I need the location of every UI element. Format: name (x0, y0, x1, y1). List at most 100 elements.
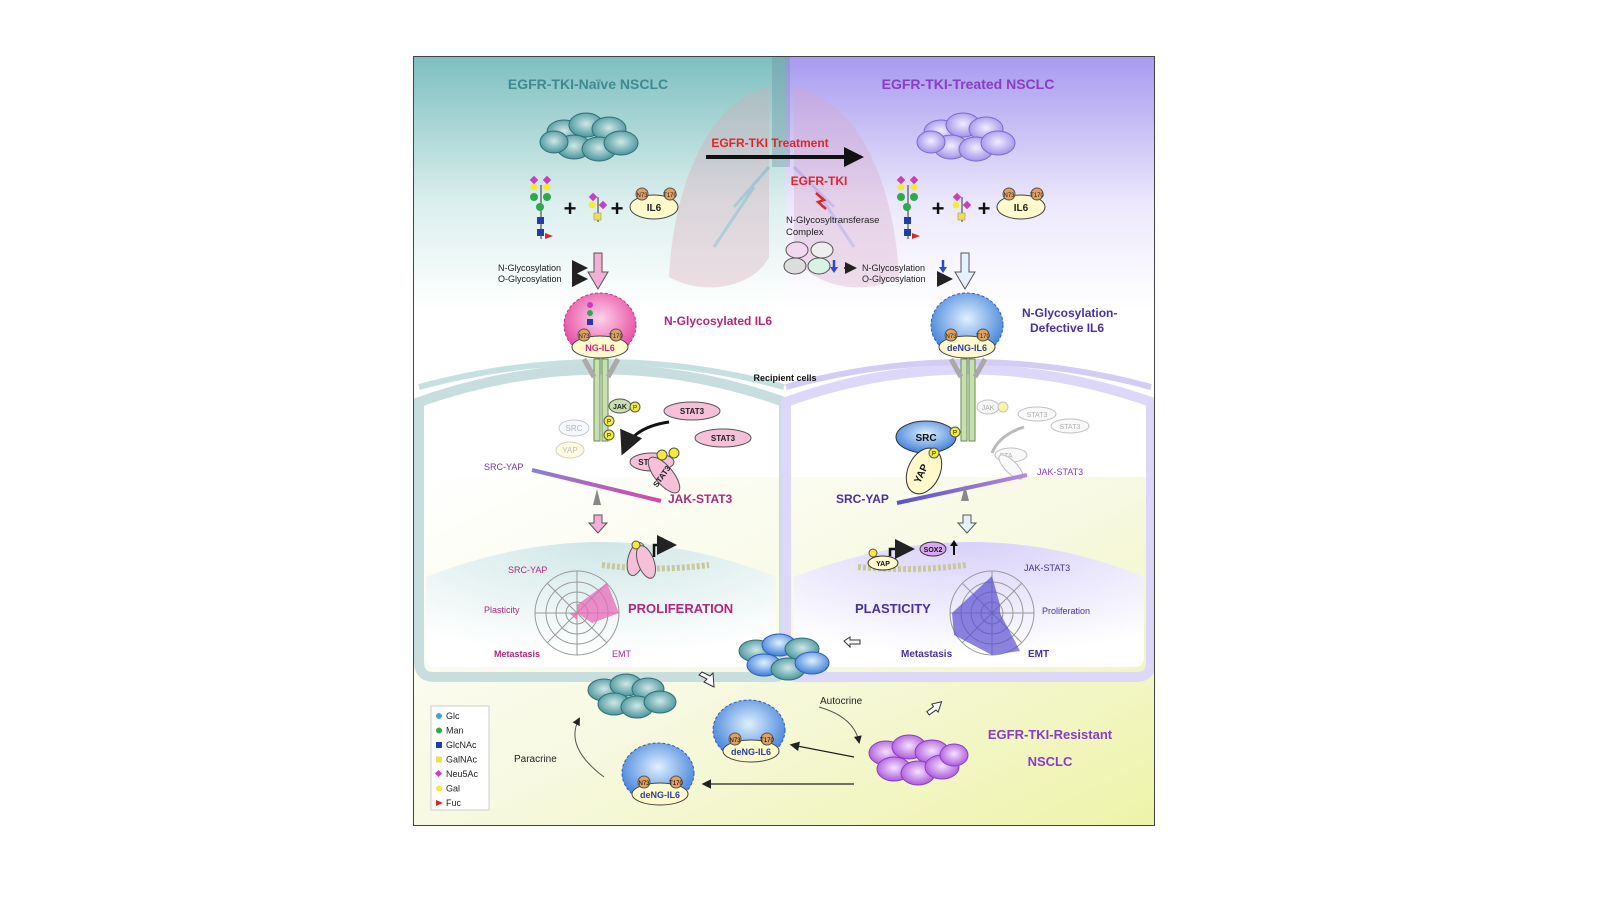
down-arrow-left (587, 252, 609, 290)
stat3-right-faded-2: STAT3 (1050, 418, 1090, 434)
left-panel-title: EGFR-TKI-Naïve NSCLC (508, 76, 668, 92)
down-arrow-right (954, 252, 976, 290)
dna-right (857, 562, 967, 573)
legend-label-glc: Glc (446, 711, 460, 721)
deng-il6-label: deNG-IL6 (947, 343, 987, 353)
cycle-arrow-1 (843, 636, 861, 649)
cycle-arrow-2 (698, 671, 715, 688)
resistant-title-line1: EGFR-TKI-Resistant (988, 727, 1113, 742)
stat3-nuclear-dimer (626, 540, 657, 579)
plus-sign-4: + (978, 196, 991, 221)
treatment-arrowhead (844, 147, 864, 167)
stat3-dimer-right-faded: STA (994, 447, 1028, 480)
stat3-dimer-left: STA STAT3 (629, 447, 681, 494)
p-receptor-1: P (607, 420, 611, 426)
n73-site-right: N73 (1003, 193, 1015, 199)
complex-label-line1: N-Glycosyltransferase (786, 215, 879, 226)
autocrine-loop-arrow (818, 706, 862, 744)
cycle-arrow-3 (926, 701, 943, 716)
nucleus-arrow-left (587, 514, 609, 534)
p-jak-left: P (633, 406, 637, 412)
yap-label-left: YAP (562, 446, 577, 455)
legend-symbol-glc-icon (436, 713, 442, 719)
paracrine-label: Paracrine (514, 754, 557, 765)
naive-cluster-bottom (587, 673, 677, 719)
legend-label-fuc: Fuc (446, 798, 462, 808)
deng-il6-paracrine: N73 T170 deNG-IL6 (621, 742, 695, 806)
radar-area-right (952, 576, 1020, 655)
transcription-arrow-right (888, 539, 915, 559)
src-yap-right-label: SRC-YAP (836, 492, 889, 506)
sox2-label: SOX2 (924, 547, 943, 554)
legend-label-galnac: GalNAc (446, 755, 478, 765)
stat3-left-2: STAT3 (694, 428, 752, 448)
t170-site-right: T170 (1030, 193, 1044, 199)
egfr-tki-label: EGFR-TKI (791, 174, 848, 188)
legend-label-gal: Gal (446, 784, 460, 794)
stat3-label-2: STAT3 (711, 434, 736, 443)
sox2-marker: SOX2 (919, 541, 947, 557)
ng-t170: T170 (609, 334, 623, 340)
radar-right-top: JAK-STAT3 (1024, 563, 1070, 573)
stat3-faded-label-1: STAT3 (1027, 412, 1048, 419)
treatment-label: EGFR-TKI Treatment (711, 136, 828, 150)
faded-activation-arrow (990, 425, 1025, 454)
balance-fulcrum-left (593, 489, 601, 505)
glycosyltransferase-complex-icon (783, 241, 834, 275)
figure-frame: EGFR-TKI-Naïve NSCLC EGFR-TKI-Treated NS… (413, 56, 1155, 826)
proliferation-outcome: PROLIFERATION (628, 601, 733, 616)
complex-label-line2: Complex (786, 227, 824, 238)
radar-right-right: Proliferation (1042, 606, 1090, 616)
legend-symbol-galnac-icon (436, 756, 442, 763)
t170-site: T170 (663, 193, 677, 199)
auto-t170: T170 (760, 738, 774, 744)
src-yap-left-label: SRC-YAP (484, 462, 523, 472)
ng-il6-label: NG-IL6 (585, 343, 615, 353)
o-glyco-right: O-Glycosylation (862, 274, 926, 284)
sta-label-right: STA (999, 453, 1012, 460)
balance-fulcrum-right (961, 485, 969, 501)
stat3-label-1: STAT3 (680, 407, 705, 416)
deng-t170: T170 (976, 334, 990, 340)
treated-tumor-cluster (916, 112, 1016, 162)
paracrine-loop-arrow (572, 717, 605, 778)
stat3-faded-label-2: STAT3 (1060, 424, 1081, 431)
deng-il6-ligand: N73 T170 deNG-IL6 (930, 292, 1004, 359)
yap-left-faded: YAP (555, 441, 585, 459)
jak-left: JAK P (608, 398, 641, 414)
p-yap: P (932, 452, 936, 458)
src-label-left: SRC (566, 424, 583, 433)
o-glyco-left: O-Glycosylation (498, 274, 562, 284)
il6-label-right: IL6 (1014, 203, 1029, 214)
il6-receptor-left (581, 357, 621, 442)
legend-symbol-glcnac-icon (436, 742, 442, 748)
radar-left-top: SRC-YAP (508, 565, 547, 575)
n-glyco-left: N-Glycosylation (498, 263, 561, 273)
jak-label-left: JAK (613, 404, 627, 411)
balance-beam-left (531, 468, 662, 503)
para-deng-label: deNG-IL6 (640, 790, 680, 800)
radar-right-bottom-left: Metastasis (901, 649, 953, 660)
il6-protein-right: N73 T170 IL6 (996, 187, 1046, 220)
recipient-cells-label: Recipient cells (753, 373, 816, 383)
inhibition-bolt-icon (815, 192, 827, 210)
resistant-cluster (868, 734, 969, 786)
src-left-faded: SRC (558, 419, 590, 437)
para-t170: T170 (669, 781, 683, 787)
plus-sign-2: + (611, 196, 624, 221)
deng-n73: N73 (945, 334, 957, 340)
sta-label-left: STA (638, 458, 654, 467)
plus-sign-3: + (932, 196, 945, 221)
mixed-tumor-cluster (738, 633, 830, 681)
radar-left-left: Plasticity (484, 605, 520, 615)
il6-protein-left: N73 T170 IL6 (629, 187, 679, 220)
yap-right: YAP P (905, 447, 943, 495)
radar-left-bottom-right: EMT (612, 649, 632, 659)
p-receptor-2: P (607, 434, 611, 440)
ng-il6-ligand: N73 T170 NG-IL6 (563, 292, 637, 359)
ng-n73: N73 (578, 334, 590, 340)
il6-receptor-right (948, 357, 988, 442)
legend-label-man: Man (446, 726, 464, 736)
autocrine-label: Autocrine (820, 696, 863, 707)
